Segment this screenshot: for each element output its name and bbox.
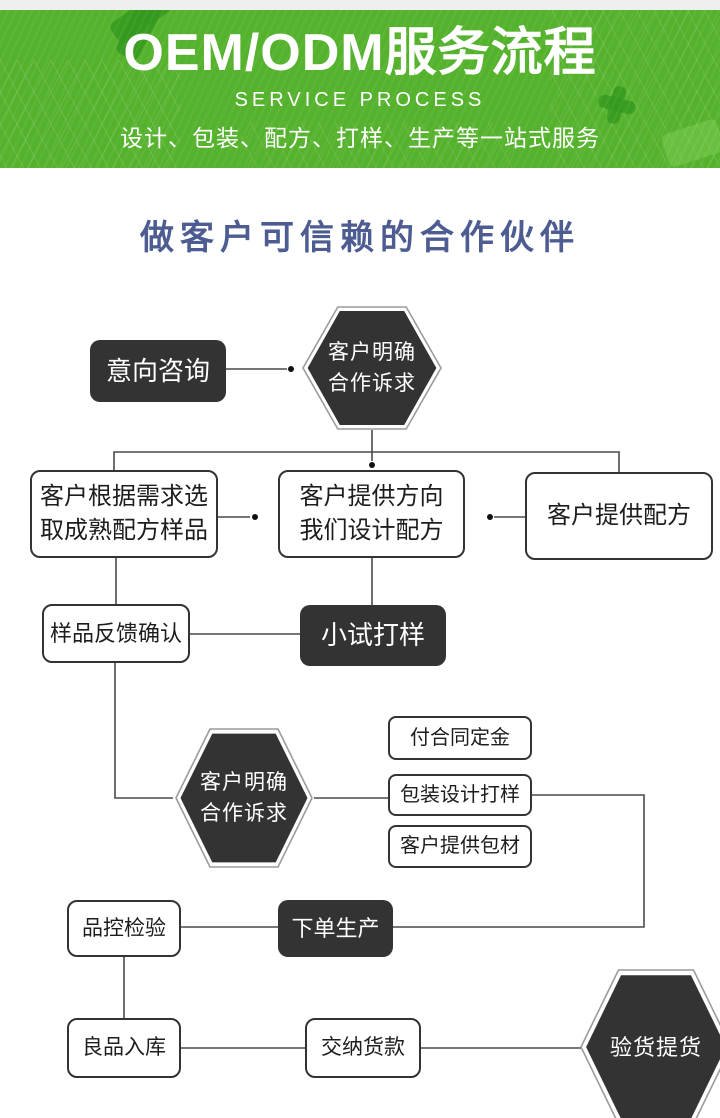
hexagon-inspect-pickup: 验货提货 xyxy=(580,969,720,1118)
node-pay-for-goods: 交纳货款 xyxy=(305,1018,421,1078)
hexagon-label: 客户明确 合作诉求 xyxy=(200,770,288,826)
hexagon-shape xyxy=(175,728,313,868)
node-production-order: 下单生产 xyxy=(278,900,393,957)
node-customer-package-material: 客户提供包材 xyxy=(388,825,532,868)
node-quality-inspection: 品控检验 xyxy=(67,900,181,957)
hexagon-customer-intent-mid: 客户明确 合作诉求 xyxy=(175,728,313,868)
section-title: 做客户可信赖的合作伙伴 xyxy=(140,219,580,257)
node-goods-warehouse: 良品入库 xyxy=(67,1018,181,1078)
top-strip xyxy=(0,0,720,10)
node-customer-provides-formula: 客户提供配方 xyxy=(525,472,713,560)
node-pick-mature-formula: 客户根据需求选 取成熟配方样品 xyxy=(30,470,218,558)
banner-subtitle: SERVICE PROCESS xyxy=(234,88,486,111)
banner-title: OEM/ODM服务流程 xyxy=(123,24,597,83)
banner-tagline: 设计、包装、配方、打样、生产等一站式服务 xyxy=(120,124,600,151)
node-trial-sample: 小试打样 xyxy=(300,605,446,666)
hexagon-label: 验货提货 xyxy=(609,1034,702,1060)
node-package-design-sample: 包装设计打样 xyxy=(388,774,532,816)
hexagon-label: 客户明确 合作诉求 xyxy=(328,340,416,396)
node-intent-inquiry: 意向咨询 xyxy=(90,340,226,402)
hexagon-customer-intent-top: 客户明确 合作诉求 xyxy=(302,306,442,430)
node-sample-feedback-confirm: 样品反馈确认 xyxy=(42,604,190,663)
node-customer-direction-we-design: 客户提供方向 我们设计配方 xyxy=(278,470,465,558)
hexagon-shape xyxy=(302,306,442,430)
hexagon-shape xyxy=(580,969,720,1118)
node-contract-deposit: 付合同定金 xyxy=(388,716,532,760)
